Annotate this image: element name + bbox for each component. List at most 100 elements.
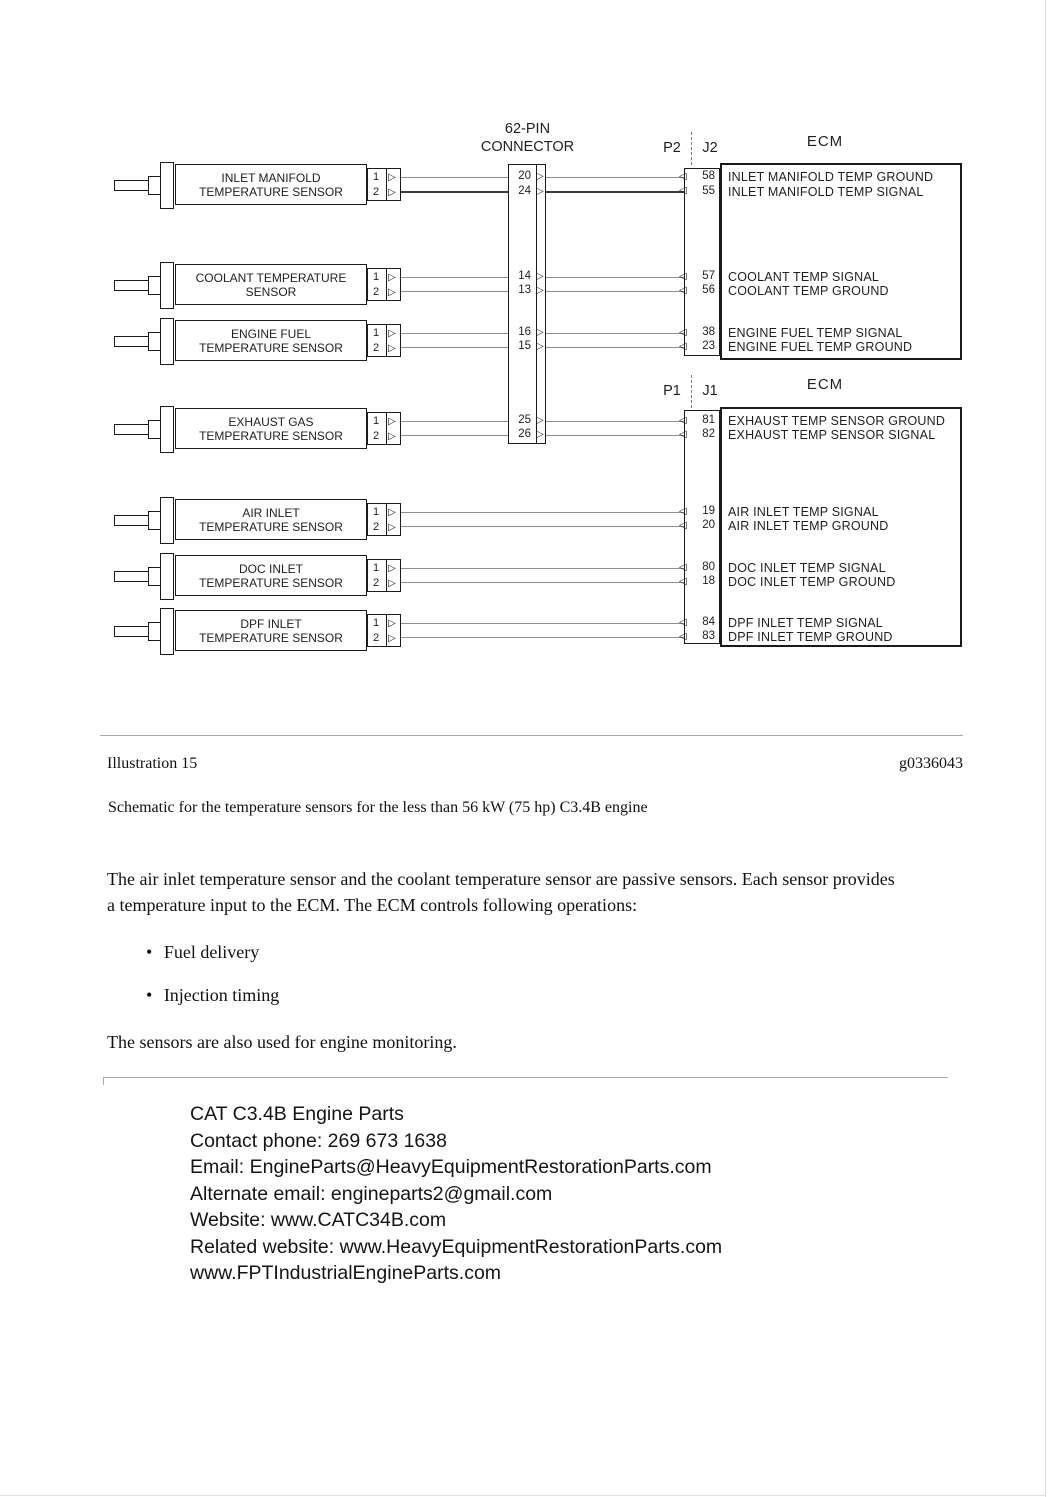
ecm-signal-label: EXHAUST TEMP SENSOR SIGNAL [728,428,936,442]
sensor-pin-1: 1 [372,327,380,339]
wire-arrow-right-icon: ▷ [388,416,396,427]
sensor-name-line1: DPF INLET [240,616,302,631]
connector-pin: 16 [518,326,531,338]
sensor-pin-block: 1 2 ▷ ▷ [367,268,401,301]
connector-pin: 20 [518,170,531,182]
wire [546,421,684,422]
connector-pin: 26 [518,428,531,440]
ecm-signal-label: COOLANT TEMP SIGNAL [728,270,880,284]
sensor-pin-2: 2 [372,286,380,298]
wire-arrow-right-icon: ▷ [388,287,396,298]
sensor-pin-1: 1 [372,562,380,574]
page-right-edge [1045,0,1046,1497]
ecm-pin: 57 [702,270,715,282]
plug-flange [160,262,174,309]
ecm-signal-label: ENGINE FUEL TEMP SIGNAL [728,326,903,340]
wire-arrow-right-icon: ▷ [388,343,396,354]
wire-arrow-right-icon: ▷ [536,271,544,282]
wire [546,291,684,292]
connector-pin: 15 [518,340,531,352]
connector-pin: 13 [518,284,531,296]
j1-pin-column [684,410,720,644]
plug-flange [160,608,174,655]
jack-label-j1: J1 [702,383,718,399]
wire [546,191,684,193]
wire-arrow-right-icon: ▷ [536,429,544,440]
ecm-pin: 82 [702,428,715,440]
contact-line-related-site: Related website: www.HeavyEquipmentResto… [190,1235,723,1258]
sensor-pin-block: 1 2 ▷ ▷ [367,324,401,357]
ecm-pin: 80 [702,561,715,573]
sensor-name-line1: DOC INLET [238,561,303,576]
connector-pin: 14 [518,270,531,282]
wire-arrow-right-icon: ▷ [388,272,396,283]
ecm-pin: 84 [702,616,715,628]
sensor-pin-block: 1 2 ▷ ▷ [367,559,401,592]
sensor-pin-block: 1 2 ▷ ▷ [367,503,401,536]
wire [401,435,508,436]
wire-arrow-right-icon: ▷ [536,415,544,426]
ecm-pin: 19 [702,505,715,517]
sensor-pin-2: 2 [372,186,380,198]
wire-arrow-right-icon: ▷ [388,172,396,183]
connector-pin: 25 [518,414,531,426]
wire [546,277,684,278]
p2-j2-divider [691,132,692,165]
sensor-name-line1: ENGINE FUEL [230,326,311,341]
wire [401,291,508,292]
wire [546,435,684,436]
pin-block-divider [386,325,387,356]
pin-block-divider [386,560,387,591]
ecm-signal-label: INLET MANIFOLD TEMP GROUND [728,170,934,184]
ecm-signal-label: ENGINE FUEL TEMP GROUND [728,340,913,354]
connector-62pin-divider [536,164,537,444]
wire [401,623,684,624]
pin-block-divider [386,269,387,300]
p1-j1-divider [691,375,692,408]
contact-line-phone: Contact phone: 269 673 1638 [190,1129,447,1152]
wire [546,177,684,178]
pin-block-divider [386,413,387,444]
figure-caption: Schematic for the temperature sensors fo… [108,799,648,816]
wire [401,568,684,569]
wire-arrow-left-icon: ◁ [679,617,687,628]
sensor-pin-block: 1 2 ▷ ▷ [367,168,401,201]
ecm-title-j1: ECM [806,376,844,393]
ecm-pin: 20 [702,519,715,531]
wire-arrow-left-icon: ◁ [679,576,687,587]
sensor-pin-1: 1 [372,271,380,283]
wire-arrow-right-icon: ▷ [388,187,396,198]
wire-arrow-right-icon: ▷ [536,186,544,197]
sensor-name-line2: TEMPERATURE SENSOR [199,519,343,534]
pin-block-divider [386,169,387,200]
sensor-pin-1: 1 [372,171,380,183]
ecm-pin: 38 [702,326,715,338]
contact-line-fpt-site: www.FPTIndustrialEngineParts.com [190,1262,502,1284]
sensor-name-line1: AIR INLET [242,505,300,520]
sensor-label-box: AIR INLET TEMPERATURE SENSOR [175,499,367,540]
wire-arrow-left-icon: ◁ [679,506,687,517]
ecm-signal-label: AIR INLET TEMP GROUND [728,519,889,533]
jack-label-j2: J2 [702,140,718,156]
sensor-label-box: COOLANT TEMPERATURE SENSOR [175,264,367,305]
wire [401,526,684,527]
bullet-text: Fuel delivery [163,942,260,962]
plug-rod [114,336,152,347]
wire-arrow-left-icon: ◁ [679,285,687,296]
sensor-name-line2: TEMPERATURE SENSOR [199,184,343,199]
sensor-pin-1: 1 [372,506,380,518]
contact-line-email: Email: EngineParts@HeavyEquipmentRestora… [190,1156,712,1178]
plug-label-p1: P1 [663,383,681,399]
ecm-box-j1 [720,407,962,647]
wire-arrow-left-icon: ◁ [679,562,687,573]
plug-flange [160,406,174,453]
bullet-icon: • [146,942,153,962]
sensor-name-line2: TEMPERATURE SENSOR [199,428,343,443]
pin-block-divider [386,615,387,646]
bullet-icon: • [146,985,153,1005]
plug-flange [160,162,174,209]
wire [401,177,508,178]
ecm-pin: 55 [702,185,715,197]
sensor-pin-block: 1 2 ▷ ▷ [367,412,401,445]
